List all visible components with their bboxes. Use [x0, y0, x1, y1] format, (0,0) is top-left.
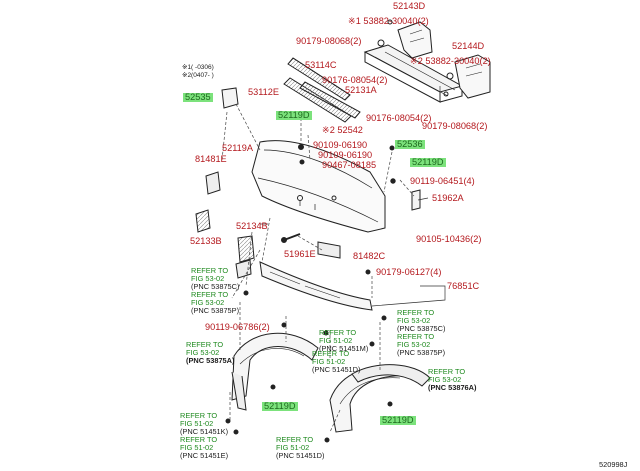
refer-to-53875C-left[interactable]: REFER TO FIG 53-02 (PNC 53875C): [191, 267, 239, 291]
catalog-id: 520998J: [599, 460, 628, 469]
tow-hook-bolt: [281, 233, 301, 243]
part-90119-06451[interactable]: 90119-06451(4): [410, 176, 475, 186]
part-53882-30040-1[interactable]: ※1 53882-30040(2): [348, 16, 429, 26]
lower-spoiler: [259, 261, 373, 311]
refer-to-51451D-mid[interactable]: REFER TO FIG 51-02 (PNC 51451D): [312, 350, 360, 374]
part-52133B[interactable]: 52133B: [190, 236, 222, 246]
refer-label: REFER TO: [276, 435, 314, 444]
refer-label: REFER TO: [191, 266, 229, 275]
part-90119-06786[interactable]: 90119-06786(2): [205, 322, 270, 332]
refer-fig: FIG 53-02: [397, 340, 431, 349]
refer-pnc: (PNC 51451K): [180, 427, 229, 436]
refer-to-51451K[interactable]: REFER TO FIG 51-02 (PNC 51451K): [180, 412, 228, 436]
refer-label: REFER TO: [312, 349, 350, 358]
part-51962A[interactable]: 51962A: [432, 193, 464, 203]
part-76851C[interactable]: 76851C: [447, 281, 480, 291]
part-90109-06190-a[interactable]: 90109-06190: [313, 140, 368, 150]
grille-upper: [287, 57, 351, 101]
refer-fig: FIG 53-02: [191, 274, 225, 283]
part-52143D[interactable]: 52143D: [393, 1, 426, 11]
refer-label: REFER TO: [186, 340, 224, 349]
refer-fig: FIG 53-02: [397, 316, 431, 325]
beam-bracket-right: [443, 54, 491, 99]
refer-to-51451E[interactable]: REFER TO FIG 51-02 (PNC 51451E): [180, 436, 228, 460]
refer-label: REFER TO: [191, 290, 229, 299]
refer-fig: FIG 51-02: [312, 357, 346, 366]
leader-lines: [221, 103, 415, 433]
refer-pnc: (PNC 51451M): [319, 344, 369, 353]
clip-fasteners: [225, 144, 396, 443]
front-bumper-cover: [251, 140, 386, 233]
grille-center: [299, 81, 361, 119]
part-53114C[interactable]: 53114C: [305, 60, 337, 70]
part-52144D[interactable]: 52144D: [452, 41, 485, 51]
part-53112E[interactable]: 53112E: [248, 87, 279, 97]
refer-to-53875P-left[interactable]: REFER TO FIG 53-02 (PNC 53875P): [191, 291, 239, 315]
part-90179-08068-b[interactable]: 90179-08068(2): [422, 121, 488, 131]
part-90176-08054-a[interactable]: 90176-08054(2): [322, 75, 388, 85]
refer-pnc: (PNC 53875A): [186, 356, 235, 365]
refer-to-53875P-right[interactable]: REFER TO FIG 53-02 (PNC 53875P): [397, 333, 445, 357]
part-52542[interactable]: ※2 52542: [322, 125, 363, 135]
refer-pnc: (PNC 51451E): [180, 451, 229, 460]
part-52535[interactable]: 52535: [183, 92, 213, 103]
refer-to-51451M[interactable]: REFER TO FIG 51-02 (PNC 51451M): [319, 329, 368, 353]
solid-leaders: [260, 86, 446, 307]
part-52131A[interactable]: 52131A: [345, 85, 377, 95]
part-81481E[interactable]: 81481E: [195, 154, 227, 164]
refer-label: REFER TO: [180, 411, 218, 420]
refer-fig: FIG 51-02: [319, 336, 353, 345]
beam-bracket-left: [377, 19, 433, 59]
legend-line-2: ※2(0407- ): [182, 72, 214, 79]
refer-label: REFER TO: [397, 332, 435, 341]
fender-liner-right: [329, 364, 431, 433]
part-52134B[interactable]: 52134B: [236, 221, 268, 231]
part-51961E[interactable]: 51961E: [284, 249, 316, 259]
refer-pnc: (PNC 51451D): [276, 451, 325, 460]
refer-fig: FIG 53-02: [186, 348, 220, 357]
bumper-reinforcement-beam: [363, 44, 464, 103]
part-90467-08185[interactable]: 90467-08185: [322, 160, 377, 170]
refer-fig: FIG 53-02: [191, 298, 225, 307]
part-90176-08054-b[interactable]: 90176-08054(2): [366, 113, 432, 123]
refer-fig: FIG 51-02: [180, 443, 214, 452]
refer-to-53875C-right[interactable]: REFER TO FIG 53-02 (PNC 53875C): [397, 309, 445, 333]
refer-label: REFER TO: [180, 435, 218, 444]
legend-line-1: ※1( -0306): [182, 64, 214, 71]
part-90179-06127[interactable]: 90179-06127(4): [376, 267, 442, 277]
refer-to-51451D-bottom[interactable]: REFER TO FIG 51-02 (PNC 51451D): [276, 436, 324, 460]
refer-pnc: (PNC 53875P): [397, 348, 446, 357]
refer-fig: FIG 51-02: [276, 443, 310, 452]
refer-label: REFER TO: [428, 367, 466, 376]
refer-fig: FIG 51-02: [180, 419, 214, 428]
part-53882-30040-2[interactable]: ※2 53882-30040(2): [410, 56, 491, 66]
refer-pnc: (PNC 53875C): [191, 282, 240, 291]
part-52536[interactable]: 52536: [395, 139, 425, 150]
part-90105-10436[interactable]: 90105-10436(2): [416, 234, 482, 244]
refer-to-53876A[interactable]: REFER TO FIG 53-02 (PNC 53876A): [428, 368, 476, 392]
refer-label: REFER TO: [319, 328, 357, 337]
part-52119D-d[interactable]: 52119D: [380, 415, 416, 426]
refer-label: REFER TO: [397, 308, 435, 317]
part-52119A[interactable]: 52119A: [222, 143, 253, 153]
part-90179-08068-a[interactable]: 90179-08068(2): [296, 36, 362, 46]
side-retainer-right: [411, 189, 421, 211]
part-52119D-c[interactable]: 52119D: [262, 401, 298, 412]
bezel-right: [317, 241, 341, 259]
part-52119D-b[interactable]: 52119D: [410, 157, 446, 168]
refer-pnc: (PNC 53875P): [191, 306, 240, 315]
side-retainer-left: [221, 87, 239, 109]
refer-pnc: (PNC 51451D): [312, 365, 361, 374]
refer-pnc: (PNC 53876A): [428, 383, 477, 392]
part-81482C[interactable]: 81482C: [353, 251, 386, 261]
refer-fig: FIG 53-02: [428, 375, 462, 384]
part-90109-06190-b[interactable]: 90109-06190: [318, 150, 373, 160]
fender-liner-left: [231, 332, 319, 411]
part-52119D-a[interactable]: 52119D: [276, 110, 312, 121]
refer-pnc: (PNC 53875C): [397, 324, 446, 333]
refer-to-53875A[interactable]: REFER TO FIG 53-02 (PNC 53875A): [186, 341, 234, 365]
fog-cover-left: [195, 171, 221, 233]
